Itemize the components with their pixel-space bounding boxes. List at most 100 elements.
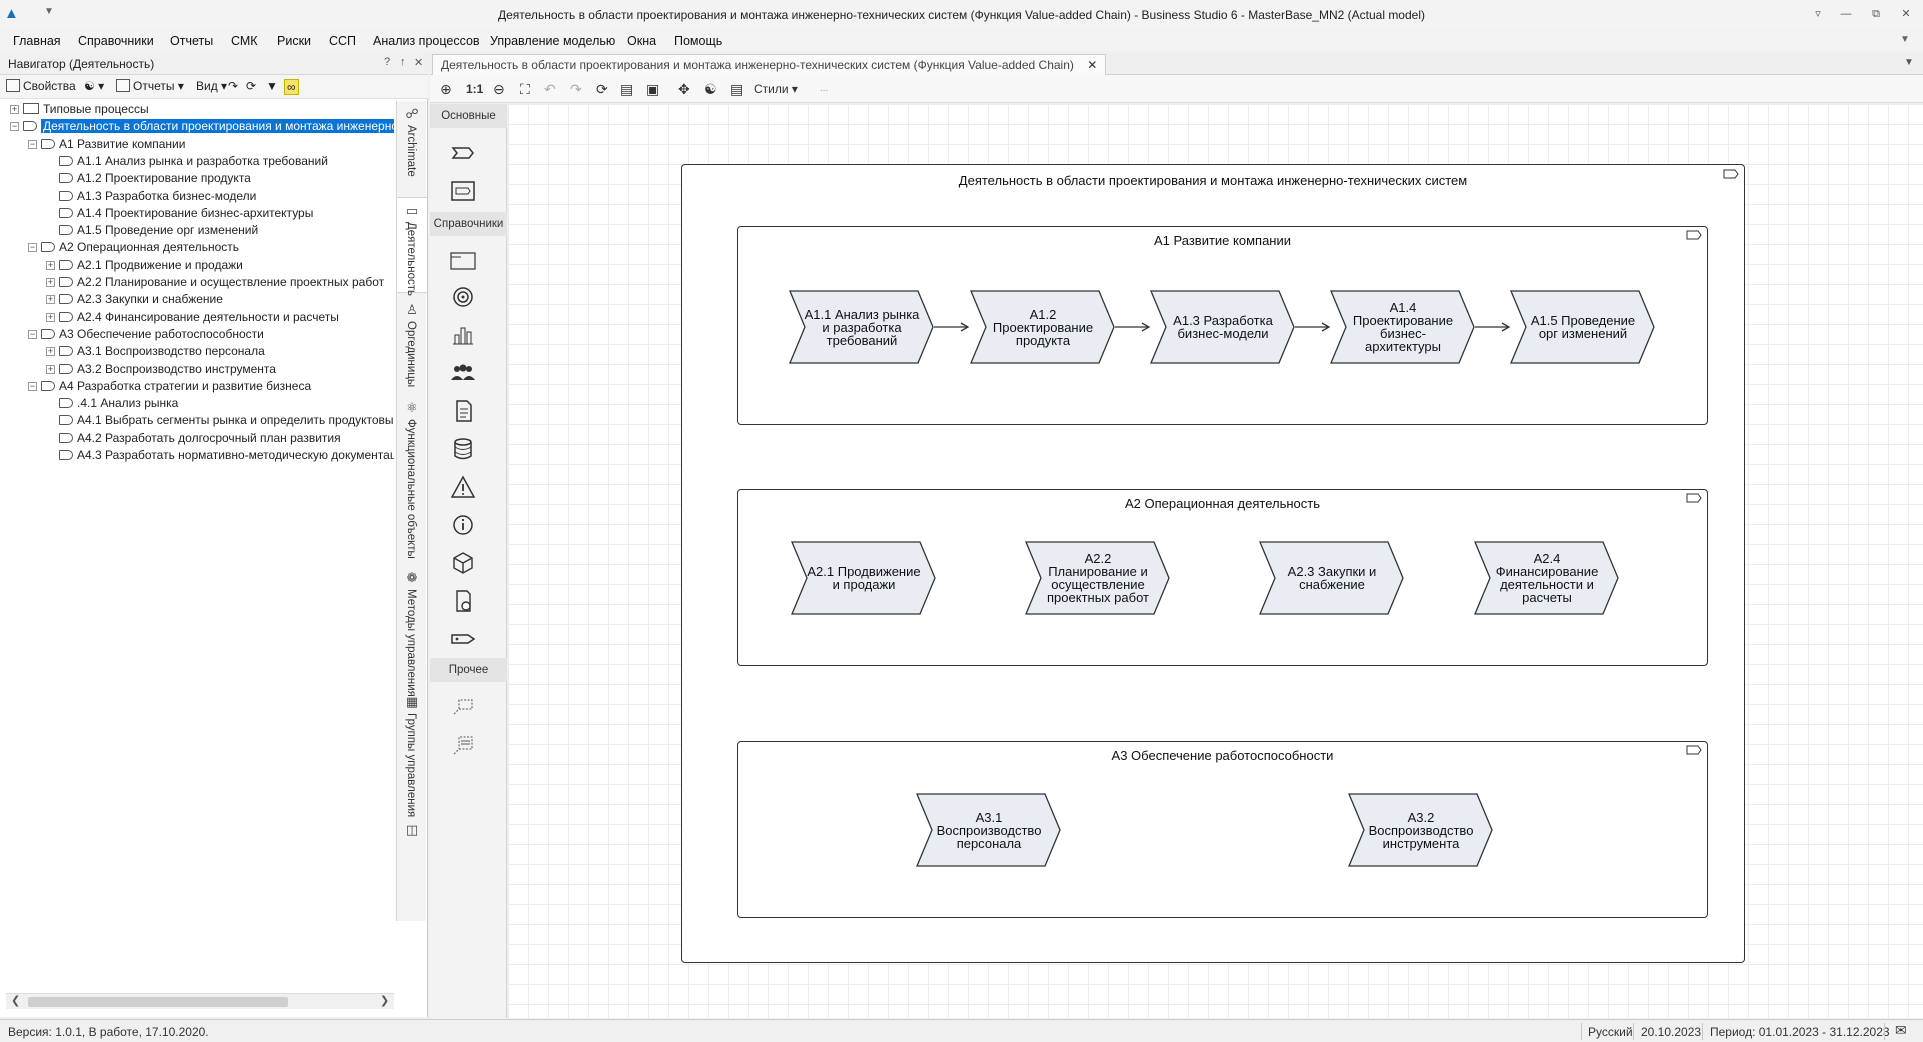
fit-to-window-icon[interactable]: ⛶ (520, 81, 530, 97)
collapse-icon[interactable]: − (10, 122, 19, 131)
zoom-in-icon[interactable]: ⊕ (440, 81, 452, 97)
tree-item[interactable]: А1.1 Анализ рынка и разработка требовани… (46, 153, 328, 170)
collapse-icon[interactable]: − (28, 243, 37, 252)
palette-section-references[interactable]: Справочники (430, 212, 507, 236)
period-status[interactable]: Период: 01.01.2023 - 31.12.2023 (1710, 1025, 1890, 1039)
tree-item[interactable]: −А1 Развитие компании (28, 136, 185, 153)
expand-icon[interactable]: + (46, 278, 55, 287)
area-shape-icon[interactable] (448, 248, 478, 274)
comment-shape-icon[interactable] (448, 694, 478, 720)
process-a3-2[interactable]: А3.2 Воспроизводство инструмента (1348, 793, 1493, 867)
export-icon[interactable]: ▤ (620, 81, 633, 97)
menu-references[interactable]: Справочники (78, 34, 154, 48)
expand-icon[interactable]: + (46, 261, 55, 270)
pin-icon[interactable]: ↑ (400, 56, 406, 68)
document-settings-icon[interactable] (448, 588, 478, 614)
hierarchy-button[interactable]: ☯ ▾ (84, 79, 104, 93)
tree-item[interactable]: −Деятельность в области проектирования и… (10, 118, 394, 135)
menu-model-management[interactable]: Управление моделью (490, 34, 615, 48)
restore-button[interactable]: ⧉ (1866, 5, 1886, 23)
tree-item[interactable]: +А2.4 Финансирование деятельности и расч… (46, 309, 339, 326)
properties-button[interactable]: Свойства (6, 79, 76, 93)
language-status[interactable]: Русский (1588, 1025, 1633, 1039)
menu-home[interactable]: Главная (13, 34, 61, 48)
zoom-reset-button[interactable]: 1:1 (466, 81, 483, 97)
collapse-icon[interactable]: − (28, 140, 37, 149)
process-a2-2[interactable]: А2.2 Планирование и осуществление проект… (1025, 541, 1170, 615)
tab-list-icon[interactable]: ▼ (1904, 57, 1914, 68)
process-a1-3[interactable]: А1.3 Разработка бизнес-модели (1150, 290, 1295, 364)
minimize-button[interactable]: — (1836, 5, 1856, 23)
tree-item[interactable]: А4.1 Выбрать сегменты рынка и определить… (46, 412, 394, 429)
reports-button[interactable]: Отчеты ▾ (116, 79, 184, 93)
refresh-icon[interactable]: ⟳ (246, 79, 256, 93)
help-icon[interactable]: ? (384, 56, 390, 68)
process-a1-5[interactable]: А1.5 Проведение орг изменений (1510, 290, 1655, 364)
menu-reports[interactable]: Отчеты (170, 34, 213, 48)
styles-icon[interactable]: ▤ (730, 81, 743, 97)
expand-icon[interactable]: + (46, 365, 55, 374)
tree-item[interactable]: +А2.1 Продвижение и продажи (46, 257, 243, 274)
process-a3-1[interactable]: А3.1 Воспроизводство персонала (916, 793, 1061, 867)
vtab-management-groups[interactable]: ▦ Группы управления (397, 691, 427, 811)
tree-item[interactable]: +А3.2 Воспроизводство инструмента (46, 361, 276, 378)
move-icon[interactable]: ✥ (678, 81, 690, 97)
menu-overflow-icon[interactable]: ▼ (1900, 34, 1910, 45)
tree-item[interactable]: −А4 Разработка стратегии и развитие бизн… (28, 378, 311, 395)
vtab-archimate[interactable]: ☍ Archimate (397, 101, 427, 187)
menu-windows[interactable]: Окна (627, 34, 656, 48)
tree-item[interactable]: А4.3 Разработать нормативно-методическую… (46, 447, 394, 464)
tree-item[interactable]: А4.2 Разработать долгосрочный план разви… (46, 430, 341, 447)
expand-icon[interactable]: + (10, 105, 19, 114)
link-icon[interactable]: ∞ (284, 79, 299, 95)
group-a3[interactable]: А3 Обеспечение работоспособности (737, 741, 1708, 918)
tree-item[interactable]: +Типовые процессы (10, 101, 149, 118)
tree-item[interactable]: А1.4 Проектирование бизнес-архитектуры (46, 205, 313, 222)
process-a2-4[interactable]: А2.4 Финансирование деятельности и расче… (1474, 541, 1619, 615)
notifications-icon[interactable]: ✉ (1895, 1022, 1907, 1039)
document-icon[interactable] (448, 398, 478, 424)
warning-icon[interactable] (448, 474, 478, 500)
tree-item[interactable]: −А3 Обеспечение работоспособности (28, 326, 264, 343)
expand-icon[interactable]: + (46, 347, 55, 356)
navigate-icon[interactable]: ↷ (228, 79, 238, 93)
toolbar-overflow[interactable]: ... (820, 81, 828, 97)
people-icon[interactable] (448, 360, 478, 386)
palette-section-basic[interactable]: Основные (430, 104, 507, 128)
vtab-management-methods[interactable]: ❁ Методы управления (397, 567, 427, 685)
collapse-icon[interactable]: − (28, 330, 37, 339)
vtab-org-units[interactable]: ♙ Оргединицы (397, 299, 427, 395)
process-a2-1[interactable]: А2.1 Продвижение и продажи (791, 541, 936, 615)
vtab-activity[interactable]: ▭ Деятельность (397, 197, 427, 293)
redo-icon[interactable]: ↷ (570, 81, 582, 97)
menu-help[interactable]: Помощь (674, 34, 722, 48)
close-panel-icon[interactable]: ✕ (414, 56, 423, 69)
process-shape-icon[interactable] (448, 140, 478, 166)
menu-bsc[interactable]: ССП (329, 34, 356, 48)
cube-icon[interactable] (448, 550, 478, 576)
diagram-canvas[interactable]: Деятельность в области проектирования и … (508, 104, 1923, 1018)
expand-icon[interactable]: + (46, 313, 55, 322)
layout-icon[interactable]: ☯ (704, 81, 717, 97)
undo-icon[interactable]: ↶ (544, 81, 556, 97)
tree-item[interactable]: +А3.1 Воспроизводство персонала (46, 343, 265, 360)
expand-icon[interactable]: + (46, 295, 55, 304)
zoom-out-icon[interactable]: ⊖ (493, 81, 505, 97)
process-a2-3[interactable]: А2.3 Закупки и снабжение (1259, 541, 1404, 615)
tree-item[interactable]: .4.1 Анализ рынка (46, 395, 178, 412)
scrollbar-thumb[interactable] (28, 997, 288, 1007)
tree-item[interactable]: −А2 Операционная деятельность (28, 239, 239, 256)
menu-process-analysis[interactable]: Анализ процессов (373, 34, 480, 48)
group-shape-icon[interactable] (448, 178, 478, 204)
menu-qms[interactable]: СМК (231, 34, 258, 48)
target-icon[interactable] (448, 284, 478, 310)
scroll-left-icon[interactable]: ❮ (11, 994, 20, 1007)
date-status[interactable]: 20.10.2023 (1641, 1025, 1701, 1039)
close-tab-icon[interactable]: ✕ (1087, 58, 1097, 72)
styles-button[interactable]: Стили ▾ (754, 81, 798, 97)
bar-chart-icon[interactable] (448, 322, 478, 348)
horizontal-scrollbar[interactable]: ❮ ❯ (6, 993, 394, 1009)
tree-item[interactable]: А1.3 Разработка бизнес-модели (46, 188, 256, 205)
database-icon[interactable] (448, 436, 478, 462)
document-tab[interactable]: Деятельность в области проектирования и … (432, 54, 1106, 75)
